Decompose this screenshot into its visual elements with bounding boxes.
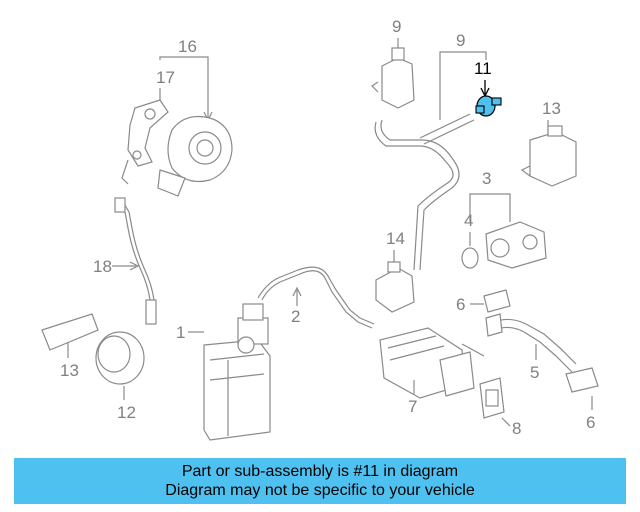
callout-18: 18 <box>93 257 112 276</box>
parts-diagram: 16 17 18 13 12 1 <box>41 17 599 441</box>
part-12-cap: 12 <box>95 331 145 422</box>
part-1-canister: 1 2 <box>176 266 375 441</box>
callout-12: 12 <box>117 403 136 422</box>
part-10-hoses: 9 <box>374 31 487 271</box>
part-16-assembly: 16 17 <box>121 37 233 197</box>
callout-8: 8 <box>512 419 521 438</box>
callout-7: 7 <box>408 397 417 416</box>
callout-9: 9 <box>392 17 401 36</box>
part-14-solenoid: 13 <box>520 99 577 187</box>
part-9-valve: 9 <box>371 17 415 109</box>
part-11-highlighted: 11 <box>474 59 502 117</box>
part-13-shield: 13 <box>41 313 99 380</box>
callout-15: 14 <box>386 229 405 248</box>
part-5-pipe: 6 5 6 <box>456 289 599 432</box>
callout-5: 5 <box>530 363 539 382</box>
callout-17: 17 <box>156 68 175 87</box>
callout-6b: 6 <box>586 413 595 432</box>
part-8-gasket: 8 <box>479 377 521 438</box>
banner-line-2: Diagram may not be specific to your vehi… <box>165 482 475 499</box>
callout-4: 4 <box>464 211 473 230</box>
banner-line-1: Part or sub-assembly is #11 in diagram <box>181 463 459 480</box>
info-banner: Part or sub-assembly is #11 in diagram D… <box>14 458 626 504</box>
callout-11: 11 <box>474 59 492 78</box>
part-18-sensor: 18 <box>93 197 157 325</box>
callout-2: 2 <box>291 307 300 326</box>
part-7-cooler: 7 <box>379 327 485 416</box>
callout-3: 3 <box>482 169 491 188</box>
part-15-valve: 14 <box>375 229 415 313</box>
callout-10: 9 <box>456 31 465 50</box>
callout-16: 16 <box>178 37 197 56</box>
callout-6a: 6 <box>456 295 465 314</box>
callout-1: 1 <box>176 323 185 342</box>
callout-13: 13 <box>60 361 79 380</box>
part-3-egr: 3 4 <box>461 169 547 269</box>
callout-14: 13 <box>542 99 561 118</box>
